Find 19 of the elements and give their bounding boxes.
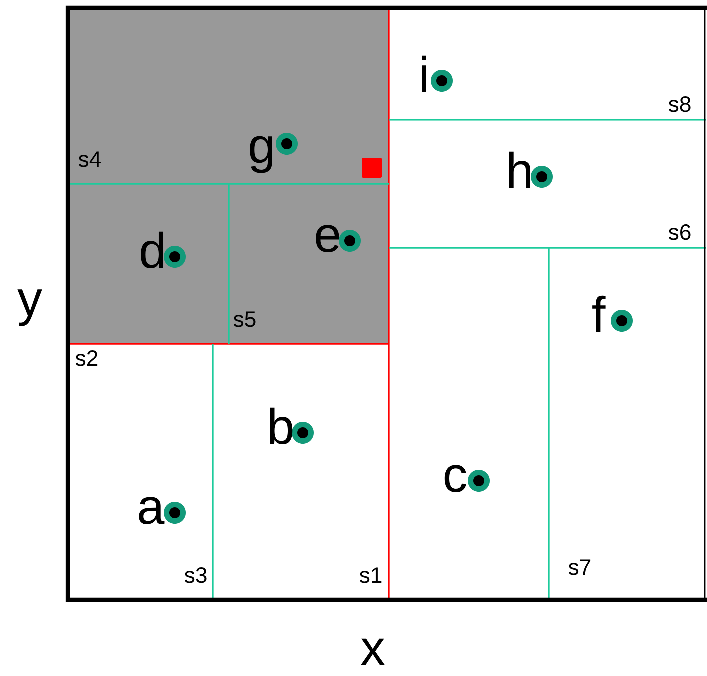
- point-label: a: [139, 497, 165, 524]
- point-label: i: [422, 56, 426, 92]
- split-label: s2: [76, 350, 98, 366]
- point-label: b: [270, 408, 293, 444]
- point-label: d: [141, 232, 164, 268]
- axis-label: x: [361, 638, 385, 666]
- point-label: f: [592, 296, 606, 332]
- split-label: s6: [668, 224, 691, 240]
- split-label: s3: [184, 568, 207, 584]
- split-label: s1: [360, 568, 382, 584]
- axis-label: y: [18, 290, 42, 326]
- split-label: s5: [234, 312, 256, 328]
- point-label: e: [316, 225, 340, 252]
- split-label: s4: [78, 152, 102, 168]
- point-label: g: [250, 136, 272, 174]
- split-label: s7: [568, 560, 591, 576]
- point-label: c: [444, 465, 466, 492]
- split-label: s8: [668, 96, 691, 112]
- point-label: h: [509, 152, 530, 188]
